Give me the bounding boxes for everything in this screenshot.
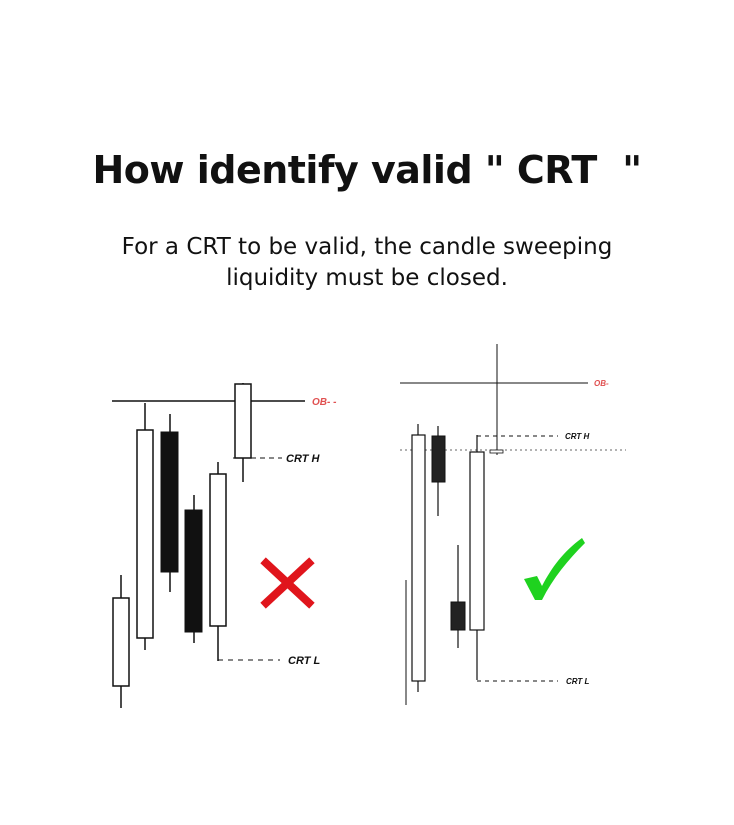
page-subtitle: For a CRT to be valid, the candle sweepi… bbox=[121, 234, 613, 291]
candle bbox=[160, 414, 179, 592]
crt-high-label: CRT H bbox=[286, 453, 320, 465]
candle bbox=[450, 545, 466, 648]
crt-high-label: CRT H bbox=[565, 432, 590, 441]
page-title: How identify valid " CRT " bbox=[92, 148, 642, 192]
crt-low-label: CRT L bbox=[566, 677, 590, 686]
ob-label: OB- - bbox=[312, 397, 337, 408]
candle bbox=[489, 432, 504, 455]
candle bbox=[209, 462, 227, 661]
red-x-icon bbox=[260, 557, 315, 609]
green-check-icon bbox=[524, 538, 585, 600]
crt-low-label: CRT L bbox=[288, 655, 320, 667]
candle bbox=[112, 575, 130, 708]
candle bbox=[469, 435, 485, 680]
candle bbox=[136, 403, 154, 650]
ob-label: OB- bbox=[594, 379, 609, 388]
candle bbox=[431, 426, 446, 516]
candle bbox=[411, 424, 426, 692]
candle bbox=[184, 495, 203, 643]
